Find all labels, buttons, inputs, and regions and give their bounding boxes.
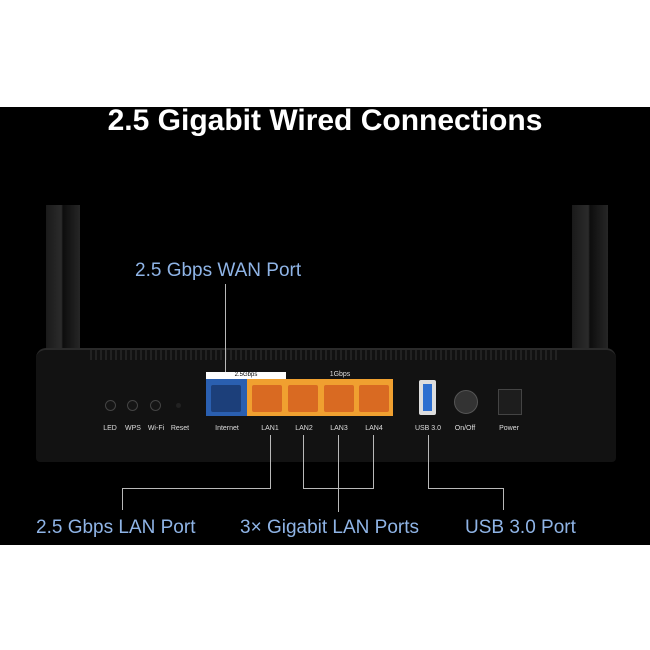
lan4-leader-line <box>373 435 374 488</box>
wan-leader-line <box>225 284 226 372</box>
lan2-port[interactable] <box>288 385 318 412</box>
lan-2-5-callout: 2.5 Gbps LAN Port <box>36 517 196 538</box>
power-switch[interactable] <box>454 390 478 414</box>
reset-hole[interactable] <box>176 403 181 408</box>
gigabit-leader-line-h <box>303 488 374 489</box>
lan-speed-label: 1Gbps <box>329 371 351 378</box>
lan2-leader-line <box>303 435 304 488</box>
gigabit-lan-callout: 3× Gigabit LAN Ports <box>240 517 420 538</box>
lan1-leader-line-h <box>122 488 271 489</box>
product-image <box>0 107 650 545</box>
label-led: LED <box>103 425 117 432</box>
wps-button[interactable] <box>127 400 138 411</box>
lan1-leader-line-drop <box>122 488 123 510</box>
label-lan4: LAN4 <box>365 425 383 432</box>
label-lan1: LAN1 <box>261 425 279 432</box>
wan-speed-label: 2.5Gbps <box>206 372 286 379</box>
label-lan2: LAN2 <box>295 425 313 432</box>
label-onoff: On/Off <box>454 425 476 432</box>
lan3-port[interactable] <box>324 385 354 412</box>
label-wifi: Wi-Fi <box>147 425 165 432</box>
label-power: Power <box>499 425 519 432</box>
lan1-port[interactable] <box>252 385 282 412</box>
power-jack <box>498 389 522 415</box>
usb-port[interactable] <box>419 380 436 415</box>
label-usb: USB 3.0 <box>414 425 442 432</box>
label-lan3: LAN3 <box>330 425 348 432</box>
label-reset: Reset <box>170 425 190 432</box>
lan4-port[interactable] <box>359 385 389 412</box>
router-vent <box>90 350 560 360</box>
wan-port-callout: 2.5 Gbps WAN Port <box>135 260 302 281</box>
usb-leader-line-h <box>428 488 504 489</box>
internet-port[interactable] <box>211 385 241 412</box>
lan3-leader-line <box>338 435 339 512</box>
usb-leader-line <box>428 435 429 488</box>
usb-callout: USB 3.0 Port <box>465 517 576 538</box>
usb-leader-line-drop <box>503 488 504 510</box>
page-title: 2.5 Gigabit Wired Connections <box>107 104 543 137</box>
led-button[interactable] <box>105 400 116 411</box>
label-wps: WPS <box>125 425 141 432</box>
lan1-leader-line <box>270 435 271 488</box>
label-internet: Internet <box>215 425 239 432</box>
wifi-button[interactable] <box>150 400 161 411</box>
